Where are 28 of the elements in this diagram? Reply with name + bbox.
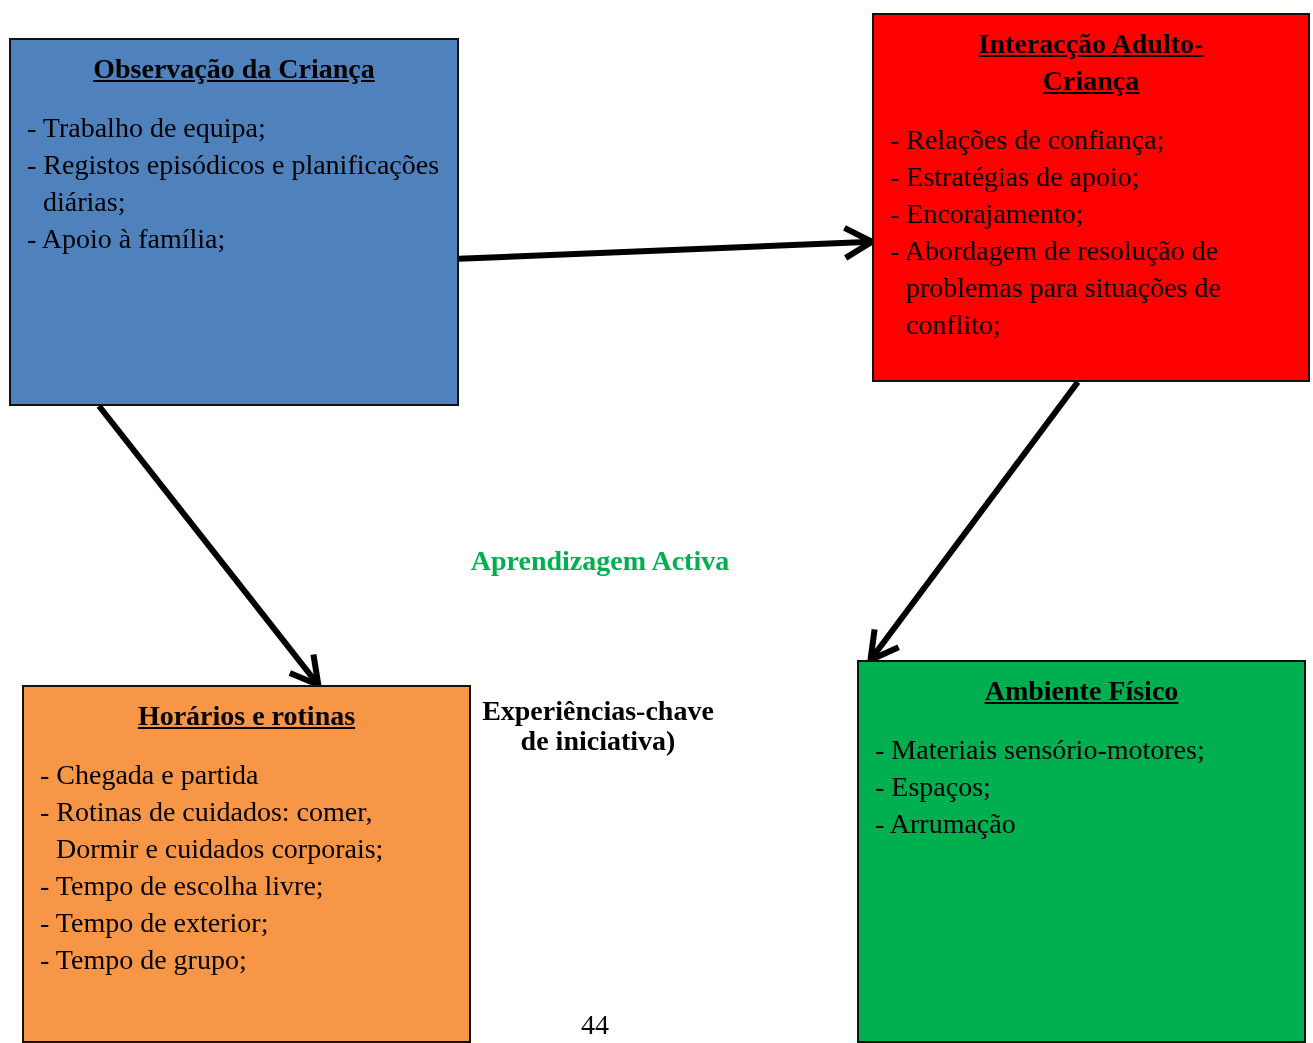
list-item: - Tempo de escolha livre; bbox=[40, 869, 325, 903]
list-item: - Materiais sensório-motores; bbox=[875, 733, 1206, 767]
box-heading: Observação da Criança bbox=[92, 52, 376, 86]
box-heading: Ambiente Físico bbox=[983, 674, 1180, 708]
text-box bbox=[9, 38, 459, 406]
list-item: - Espaços; bbox=[875, 770, 992, 804]
list-item: - Chegada e partida bbox=[40, 758, 260, 792]
arrow bbox=[96, 404, 322, 688]
center-subtitle: Experiências-chave de iniciativa) bbox=[481, 696, 715, 756]
list-item: - Registos episódicos e planificações diárias; bbox=[27, 148, 441, 219]
list-item: - Estratégias de apoio; bbox=[890, 160, 1141, 194]
center-title: Aprendizagem Activa bbox=[469, 546, 731, 576]
list-item: - Arrumação bbox=[875, 807, 1017, 841]
box-heading: Interacção Adulto-Criança bbox=[977, 27, 1205, 98]
list-item: - Abordagem de resolução de problemas para situações de conflito; bbox=[890, 234, 1222, 342]
list-item: - Tempo de exterior; bbox=[40, 906, 270, 940]
list-item: - Tempo de grupo; bbox=[40, 943, 248, 977]
text-box bbox=[857, 660, 1306, 1043]
list-item: - Encorajamento; bbox=[890, 197, 1085, 231]
list-item: - Rotinas de cuidados: comer, Dormir e cuidados corporais; bbox=[40, 795, 385, 866]
page-number: 44 bbox=[580, 1010, 610, 1040]
list-item: - Relações de confiança; bbox=[890, 123, 1166, 157]
text-box bbox=[872, 13, 1310, 382]
box-heading: Horários e rotinas bbox=[136, 699, 357, 733]
text-box bbox=[22, 685, 471, 1043]
arrow bbox=[867, 380, 1081, 663]
list-item: - Trabalho de equipa; bbox=[27, 111, 267, 145]
list-item: - Apoio à família; bbox=[27, 222, 227, 256]
